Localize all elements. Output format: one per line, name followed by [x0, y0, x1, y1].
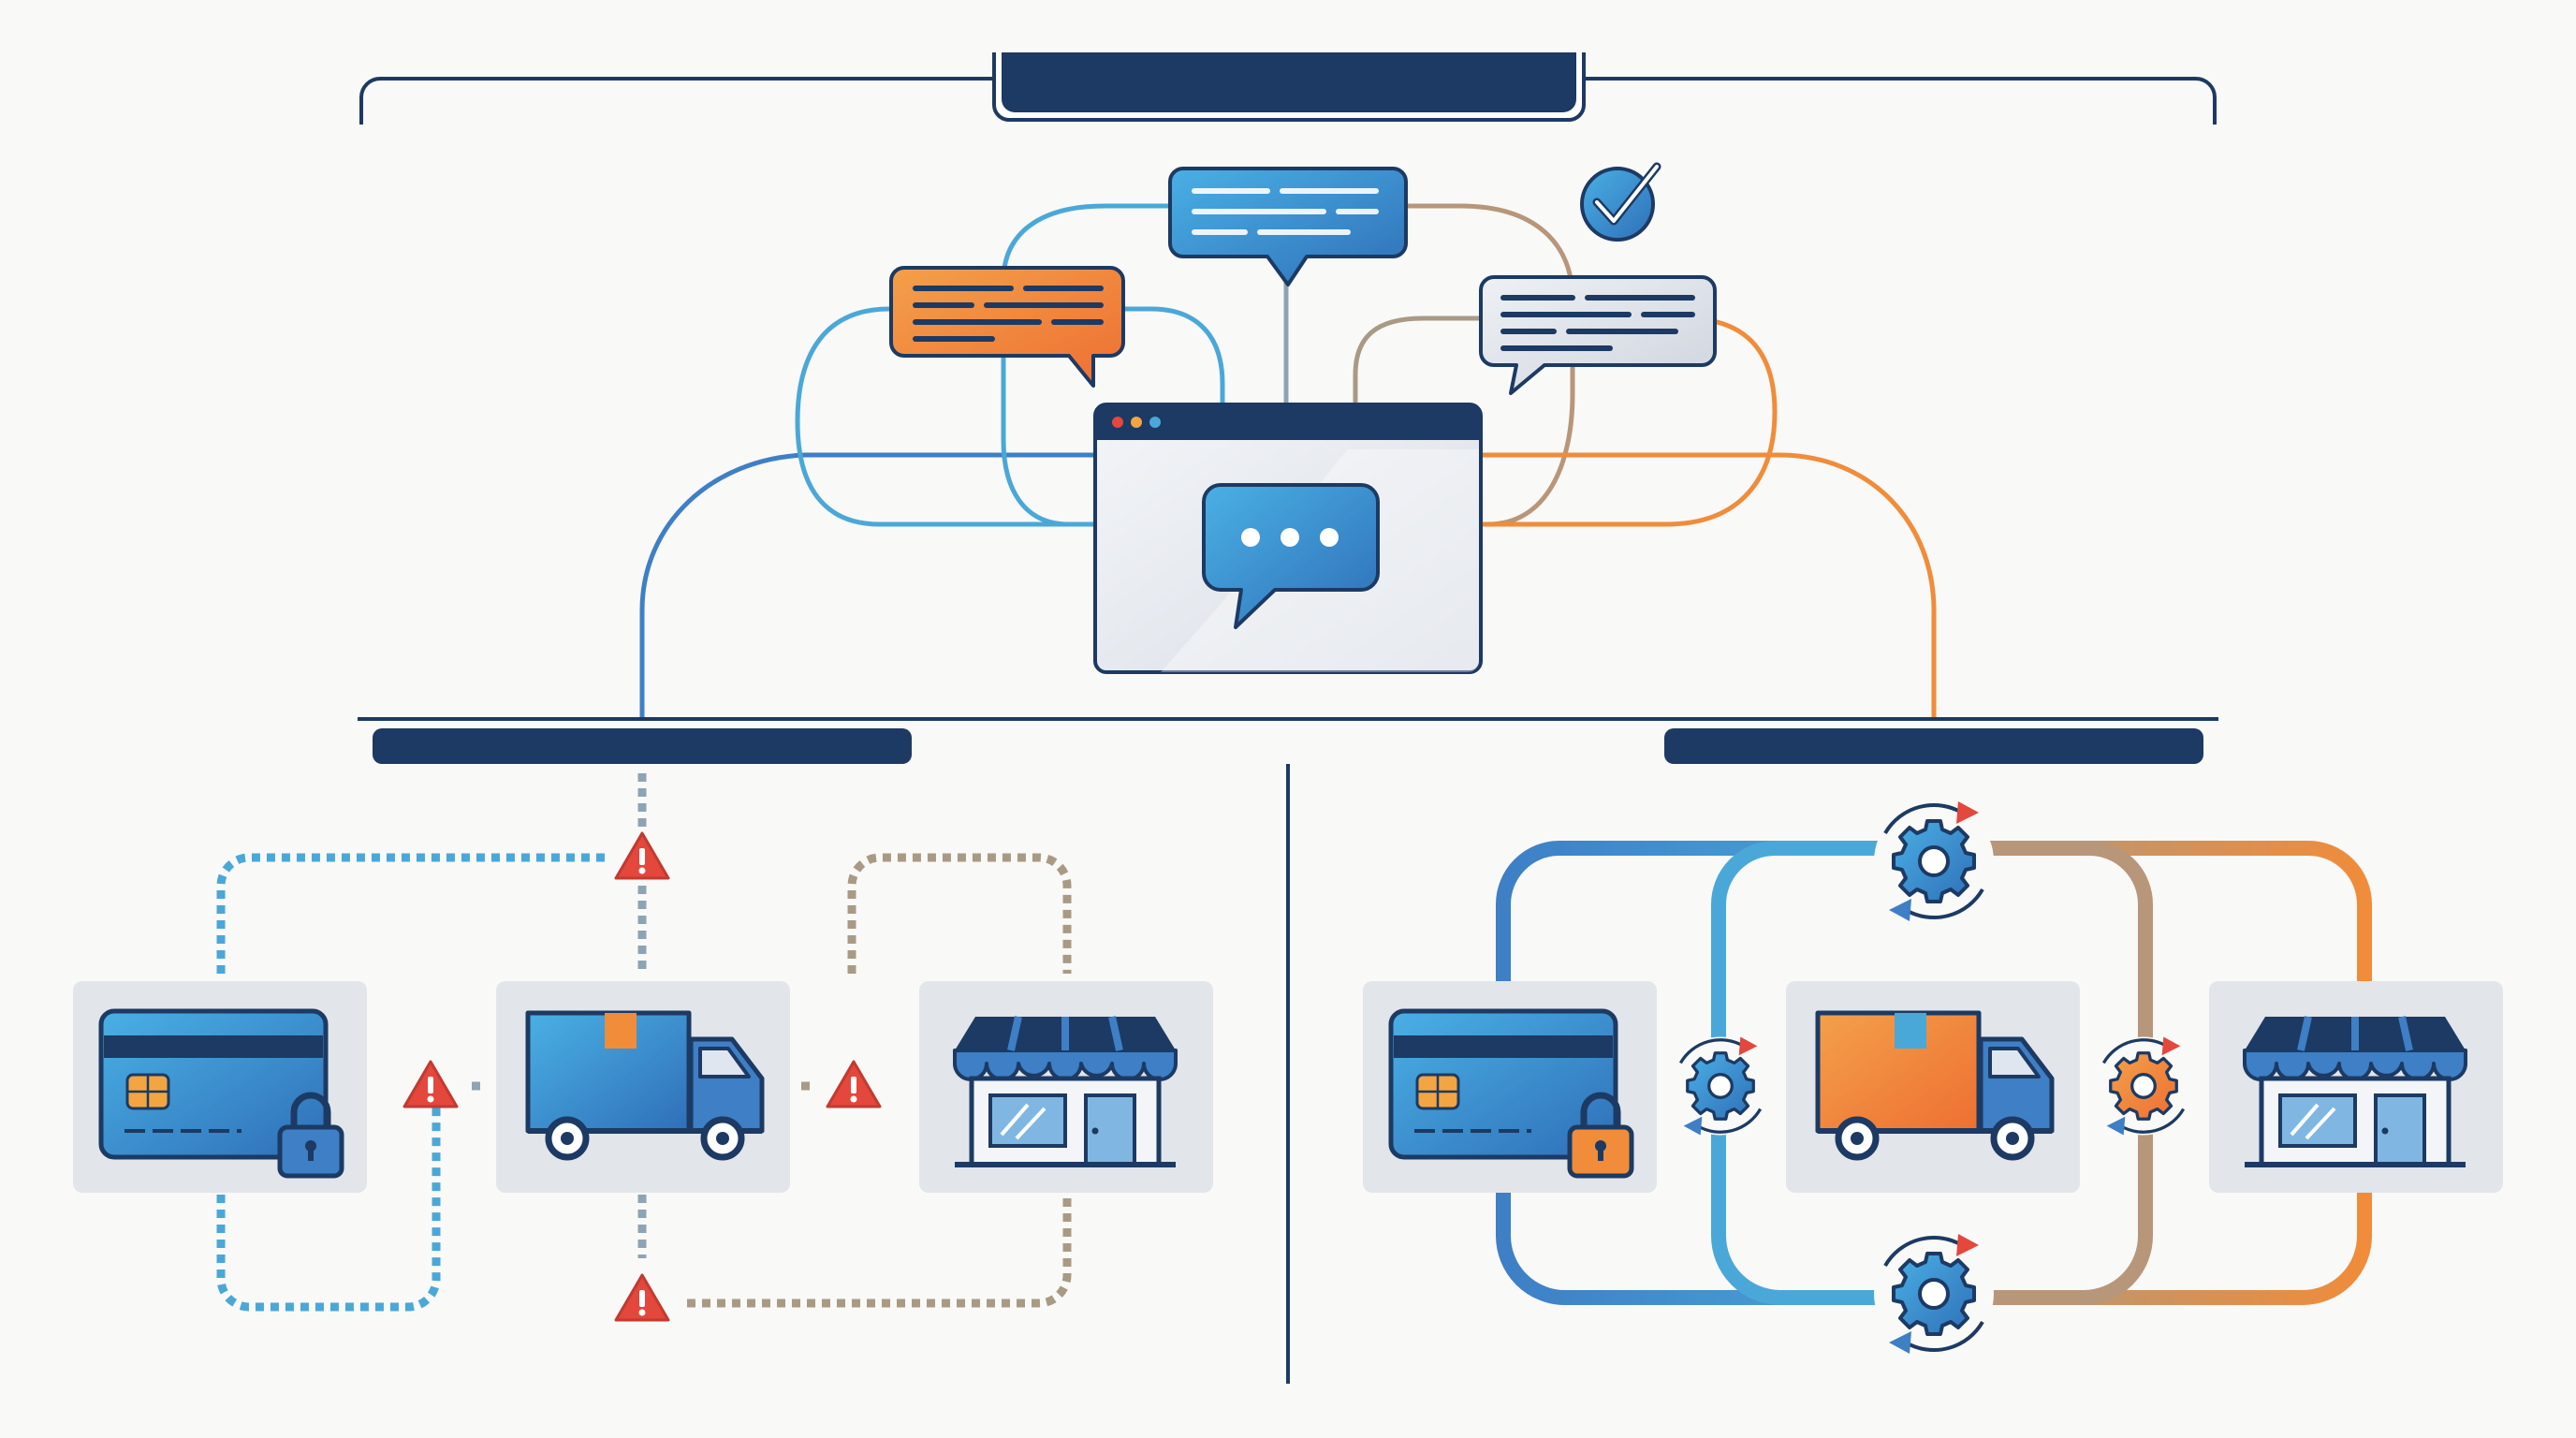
right-header-bar [1664, 728, 2203, 764]
sync-gear-icon [1671, 1034, 1770, 1137]
storefront-icon [955, 1017, 1176, 1165]
right-truck-tile [1786, 981, 2080, 1193]
left-truck-tile [496, 981, 790, 1193]
credit-card-lock-icon [101, 1011, 342, 1176]
left-dashed-paths [216, 773, 1072, 1312]
top-header-bar [992, 52, 1586, 122]
storefront-icon [2245, 1017, 2466, 1165]
sync-gear-icon [1874, 800, 1994, 923]
top-frame [359, 77, 2217, 125]
left-card-tile [73, 981, 367, 1193]
left-header-bar [373, 728, 912, 764]
check-badge-icon [1580, 162, 1661, 242]
hub-connectors [639, 203, 1937, 719]
sync-gear-icon [1874, 1232, 1994, 1356]
chat-bubble-icon [1202, 483, 1380, 629]
warning-triangle-icon [614, 1273, 670, 1322]
delivery-truck-icon [528, 1010, 762, 1157]
blue-speech-bubble-icon [1168, 167, 1408, 286]
left-store-tile [919, 981, 1213, 1193]
warning-triangle-icon [826, 1060, 882, 1108]
gray-speech-bubble-icon [1479, 275, 1717, 395]
right-card-tile [1363, 981, 1657, 1193]
warning-triangle-icon [402, 1060, 459, 1108]
delivery-truck-icon [1818, 1010, 2052, 1157]
orange-speech-bubble-icon [889, 266, 1125, 388]
warning-triangle-icon [614, 831, 670, 880]
sync-gear-icon [2094, 1034, 2193, 1137]
credit-card-lock-icon [1391, 1011, 1632, 1176]
right-store-tile [2209, 981, 2503, 1193]
